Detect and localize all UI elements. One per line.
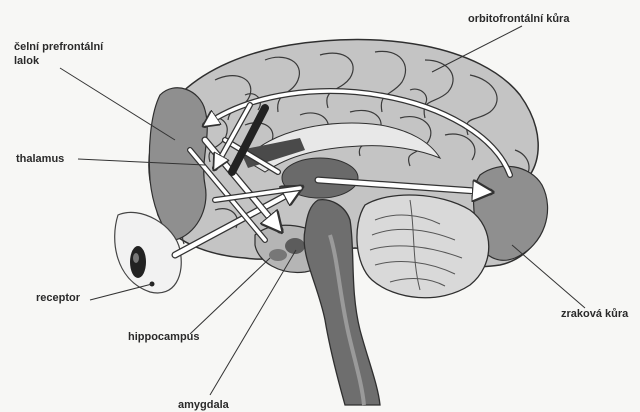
label-prefrontal-line1: čelní prefrontální (14, 40, 103, 54)
label-receptor: receptor (36, 291, 80, 305)
label-prefrontal-lobe: čelní prefrontální lalok (14, 40, 103, 68)
label-orbitofrontal-cortex: orbitofrontální kůra (468, 12, 569, 26)
label-prefrontal-line2: lalok (14, 54, 103, 68)
label-thalamus: thalamus (16, 152, 64, 166)
label-hippocampus: hippocampus (128, 330, 200, 344)
label-amygdala: amygdala (178, 398, 229, 412)
cerebellum (357, 195, 489, 298)
hippocampus-region (269, 249, 287, 261)
label-visual-cortex: zraková kůra (561, 307, 628, 321)
